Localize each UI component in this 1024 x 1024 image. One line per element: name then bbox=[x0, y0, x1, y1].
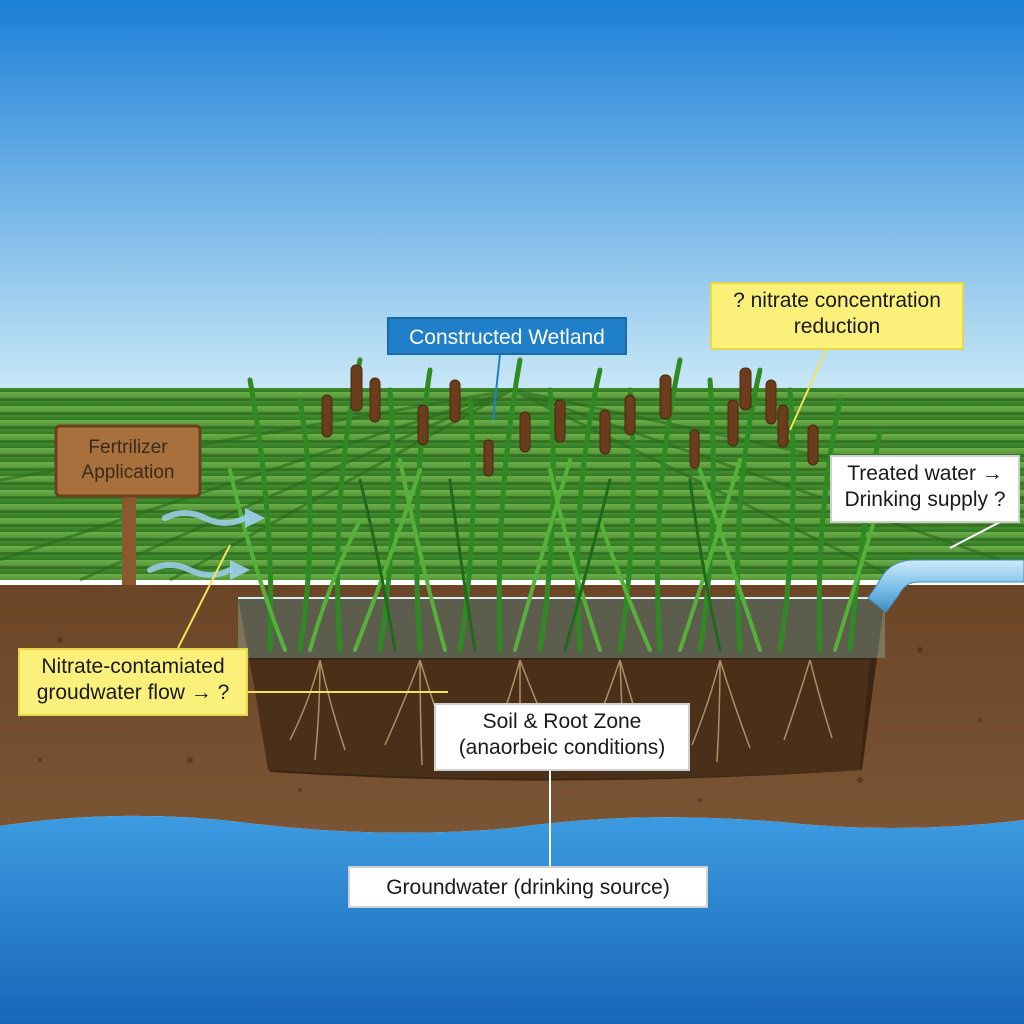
leader-lines bbox=[177, 349, 827, 693]
wetland-label: Constructed Wetland bbox=[387, 317, 627, 355]
sign-label: Fertrilizer Application bbox=[81, 437, 175, 483]
crop-field bbox=[0, 388, 1024, 582]
arrowhead-icon bbox=[230, 508, 265, 580]
roots bbox=[289, 659, 833, 770]
groundwater-layer bbox=[0, 815, 1024, 1024]
nitrate-reduction-label: ? nitrate concentration reduction bbox=[710, 282, 964, 350]
treated-water-label: Treated water → Drinking supply ? bbox=[830, 455, 1020, 523]
root-zone-label: Soil & Root Zone (anaorbeic conditions) bbox=[434, 703, 690, 771]
groundwater-label: Groundwater (drinking source) bbox=[348, 866, 708, 908]
fertilizer-sign bbox=[54, 424, 202, 585]
outlet-pipe bbox=[867, 559, 1024, 613]
sign-board bbox=[54, 424, 202, 498]
leader-lines-white bbox=[549, 521, 1001, 872]
soil-speckles bbox=[38, 637, 982, 802]
reeds bbox=[228, 357, 883, 653]
contaminated-flow-label: Nitrate-contamiated groudwater flow → ? bbox=[18, 648, 248, 716]
basin-water bbox=[238, 598, 885, 658]
wetland-pointer bbox=[492, 353, 501, 421]
cattails bbox=[321, 364, 819, 477]
fertilizer-flow-arrows bbox=[147, 510, 248, 578]
